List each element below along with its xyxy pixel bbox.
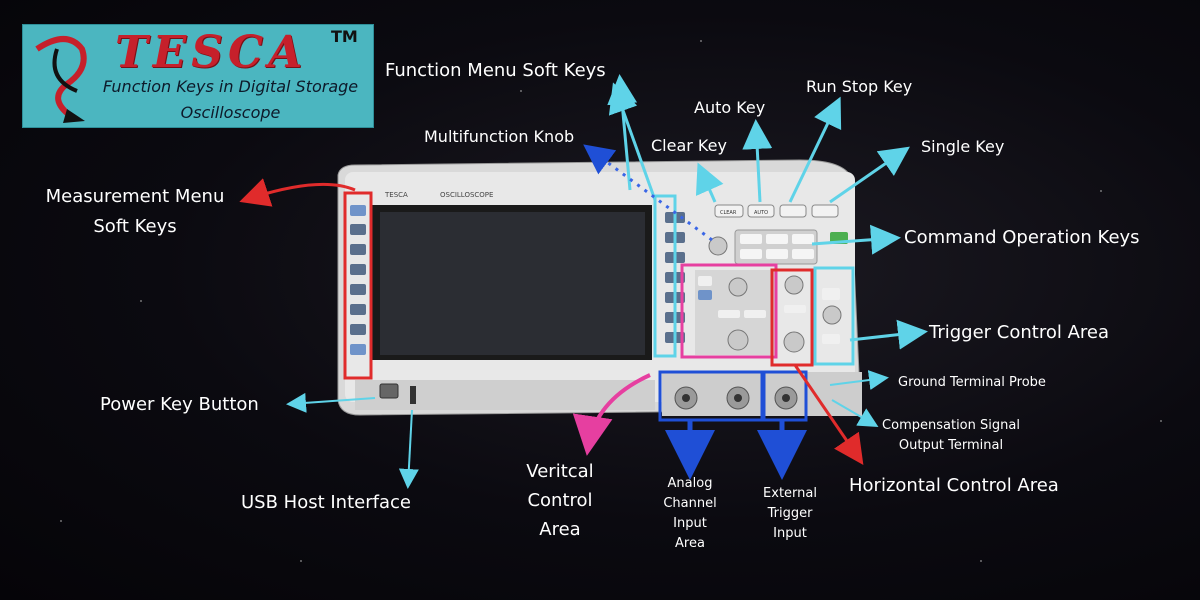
label-analog-line1: Analog	[667, 476, 713, 491]
single-key	[811, 204, 839, 218]
svg-text:CLEAR: CLEAR	[720, 210, 737, 216]
arrow-function-menu-2	[608, 82, 657, 201]
arrow-command-keys	[811, 224, 901, 255]
arrow-function-menu	[607, 74, 638, 191]
arrow-measurement-menu	[239, 178, 356, 207]
label-vertical-line2: Control	[527, 490, 593, 511]
label-vertical-line1: Veritcal	[526, 461, 594, 482]
measurement-softkeys-box	[343, 191, 373, 380]
horizontal-control-box	[770, 268, 814, 367]
auto-key	[747, 204, 775, 218]
label-ground-terminal-probe: Ground Terminal Probe	[898, 375, 1046, 390]
label-external-line2: Trigger	[767, 506, 813, 521]
label-compensation-line2: Output Terminal	[898, 438, 1004, 453]
arrow-trigger-area	[849, 319, 928, 350]
arrow-compensation	[831, 399, 879, 428]
label-command-operation-keys: Command Operation Keys	[904, 227, 1140, 248]
arrow-multifunction-knob	[583, 144, 713, 242]
device-model-text: OSCILLOSCOPE	[440, 191, 493, 199]
label-analog-line2: Channel	[663, 496, 717, 511]
command-operation-keys	[734, 229, 848, 265]
label-trigger-control-area: Trigger Control Area	[929, 322, 1110, 343]
label-analog-line3: Input	[673, 516, 707, 531]
label-horizontal-control-area: Horizontal Control Area	[849, 475, 1059, 496]
label-power-key-button: Power Key Button	[100, 394, 259, 415]
label-analog-line4: Area	[675, 536, 705, 551]
label-single-key: Single Key	[921, 137, 1005, 156]
vertical-control-knobs	[695, 270, 775, 355]
label-run-stop-key: Run Stop Key	[806, 77, 913, 96]
label-vertical-line3: Area	[539, 519, 581, 540]
arrow-ground-terminal	[829, 370, 889, 390]
lcd-screen	[380, 212, 645, 355]
label-compensation-line1: Compensation Signal	[882, 418, 1020, 433]
arrow-vertical-area	[572, 373, 651, 456]
label-auto-key: Auto Key	[694, 98, 766, 117]
power-key	[379, 383, 399, 399]
label-measurement-menu-line2: Soft Keys	[93, 216, 177, 237]
trigger-control-box	[813, 266, 855, 366]
vertical-control-box	[680, 263, 778, 359]
run-stop-key	[779, 204, 807, 218]
label-measurement-menu-line1: Measurement Menu	[45, 186, 225, 207]
external-trigger-box	[762, 370, 808, 422]
logo-brand: TESCA	[115, 27, 308, 78]
label-function-menu-soft-keys: Function Menu Soft Keys	[385, 60, 606, 81]
tesca-swirl-icon	[35, 36, 87, 123]
label-external-line1: External	[763, 486, 817, 501]
left-soft-keys	[350, 205, 366, 355]
horizontal-control-knobs	[783, 275, 806, 353]
logo-subtitle-line2: Oscilloscope	[180, 103, 281, 122]
multifunction-knob	[708, 236, 728, 256]
logo-subtitle-line1: Function Keys in Digital Storage	[102, 77, 359, 96]
trigger-control-knobs	[822, 288, 842, 344]
arrow-power-key	[286, 392, 376, 413]
function-softkeys-box	[653, 194, 677, 358]
label-multifunction-knob: Multifunction Knob	[424, 127, 575, 146]
arrow-clear-key	[695, 162, 724, 203]
label-clear-key: Clear Key	[651, 136, 727, 155]
clear-key	[714, 204, 744, 218]
arrow-usb	[398, 409, 419, 489]
arrow-run-stop-key	[788, 96, 842, 203]
device-brand-text: TESCA	[384, 191, 408, 199]
analog-input-box	[658, 370, 764, 422]
logo-trademark: TM	[331, 27, 358, 46]
arrow-auto-key	[742, 119, 773, 203]
label-usb-host-interface: USB Host Interface	[241, 492, 411, 513]
usb-port	[410, 386, 416, 404]
arrow-single-key	[829, 146, 910, 204]
label-external-line3: Input	[773, 526, 807, 541]
tesca-logo: TESCA TM Function Keys in Digital Storag…	[22, 24, 374, 128]
svg-text:AUTO: AUTO	[754, 210, 768, 216]
arrow-horizontal-area	[793, 364, 864, 465]
